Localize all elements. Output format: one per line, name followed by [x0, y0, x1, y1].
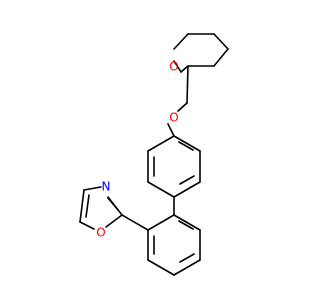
bond [177, 102, 188, 112]
bond [173, 259, 201, 276]
bond [179, 253, 195, 263]
bond [179, 175, 195, 185]
bond [79, 189, 85, 223]
bond [147, 181, 175, 198]
bond [173, 60, 182, 73]
bond [147, 214, 175, 231]
bond [213, 48, 229, 67]
bond [147, 259, 175, 276]
oxazole-nitrogen-label: N [102, 180, 111, 194]
bond [178, 141, 194, 151]
bond [147, 135, 175, 152]
bond [173, 135, 201, 152]
bond [180, 65, 189, 73]
bond [79, 221, 95, 230]
bond [107, 197, 119, 211]
bond [121, 214, 149, 231]
bond [173, 214, 201, 231]
molecule-structure: O O N O [79, 33, 229, 276]
pyran-oxygen-label: O [169, 60, 178, 74]
atom-labels: O O N O [96, 60, 178, 240]
bond [85, 194, 90, 218]
bond [213, 33, 229, 50]
bond [83, 186, 102, 191]
bond [105, 214, 123, 228]
oxazole-oxygen-label: O [96, 226, 105, 240]
bond [173, 181, 201, 198]
ether-oxygen-label: O [169, 111, 178, 125]
bond [173, 33, 189, 50]
bond [178, 220, 194, 230]
bond-lines [79, 33, 229, 276]
molecule-canvas: O O N O [79, 33, 229, 276]
bond [186, 65, 189, 104]
bond [167, 123, 175, 137]
